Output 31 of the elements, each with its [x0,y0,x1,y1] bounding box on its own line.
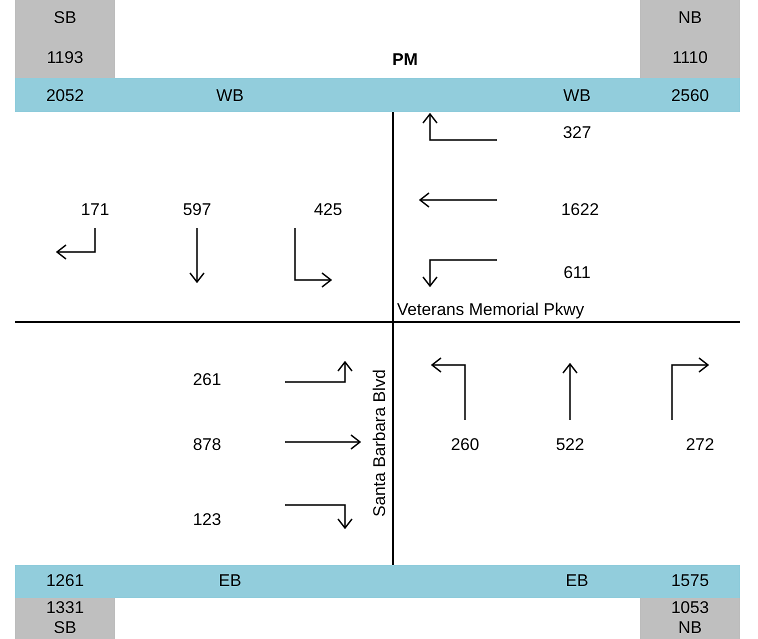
street-name: Veterans Memorial Pkwy [397,300,584,320]
direction-label: EB [218,571,242,591]
volume-value: 123 [192,510,222,530]
direction-label: WB [563,86,591,106]
volume-value: 1331 [46,598,84,618]
volume-value: 260 [450,435,480,455]
volume-value: 327 [562,123,592,143]
period-label: PM [392,50,418,70]
direction-label: WB [216,86,244,106]
direction-label: EB [566,571,588,591]
volume-value: 171 [80,200,110,220]
volume-value: 425 [314,200,342,220]
direction-label: NB [678,8,702,28]
street-name: Santa Barbara Blvd [370,369,390,517]
direction-label: NB [678,618,702,638]
volume-value: 2560 [671,86,709,106]
volume-value: 1622 [561,200,599,220]
volume-value: 878 [192,435,222,455]
direction-label: SB [54,618,76,638]
volume-value: 272 [686,435,714,455]
volume-value: 261 [192,370,222,390]
volume-value: 1193 [46,48,84,68]
volume-value: 1053 [671,598,709,618]
volume-value: 1575 [671,571,709,591]
volume-value: 1261 [46,571,84,591]
volume-value: 611 [563,263,591,283]
volume-value: 522 [556,435,584,455]
volume-value: 2052 [46,86,84,106]
volume-value: 597 [182,200,212,220]
direction-label: SB [54,8,76,28]
volume-value: 1110 [672,48,708,68]
